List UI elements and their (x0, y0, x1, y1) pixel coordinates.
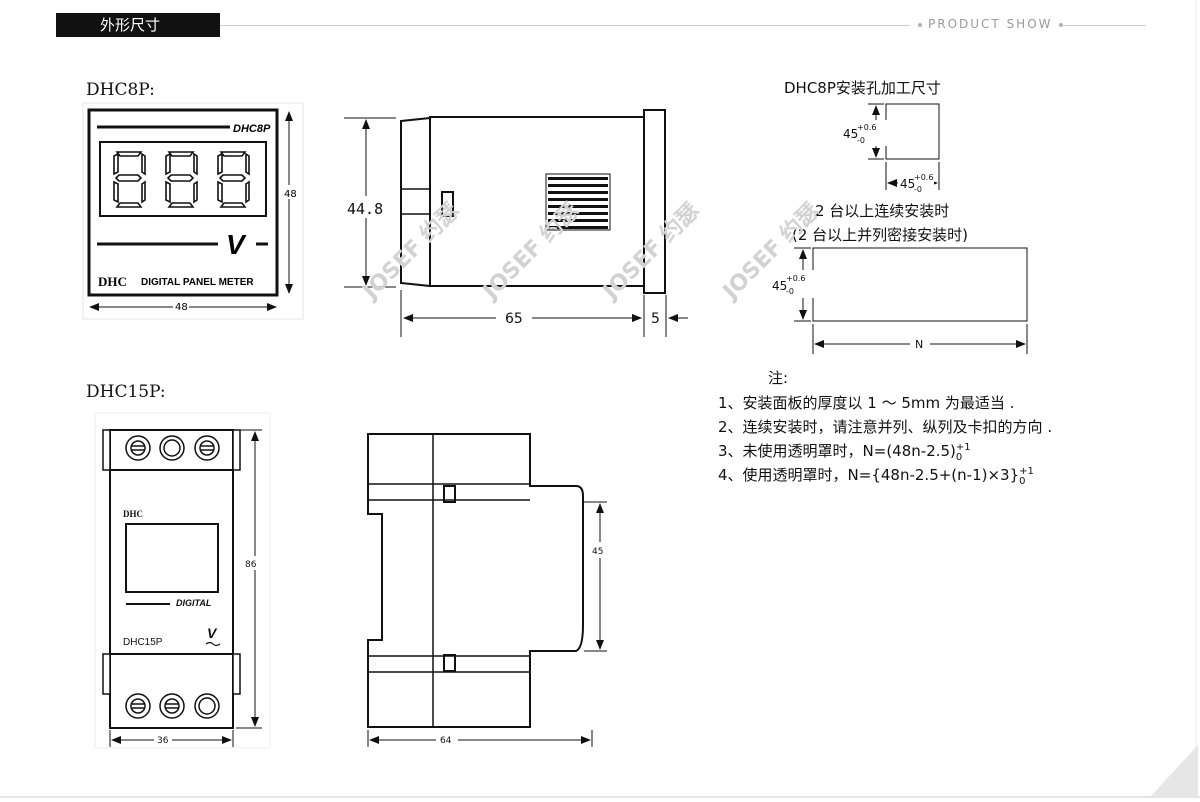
note-2: 2、连续安装时，请注意并列、纵列及卡扣的方向 . (718, 418, 1053, 436)
side15p-height-dim: 45 (592, 547, 603, 557)
model-label-dhc15p: DHC15P: (86, 382, 166, 402)
side15p-width-dim: 64 (440, 736, 452, 746)
notes-title: 注: (768, 369, 789, 387)
cutout-w-tol-up: +0.6 (914, 173, 933, 182)
cutout-h-tol-up: +0.6 (857, 123, 876, 132)
front8p-height-dim: 48 (284, 189, 297, 200)
cutout-w-tol-low: -0 (914, 185, 922, 194)
product-show-label: PRODUCT SHOW (912, 17, 1069, 31)
cutout-h-tol-low: -0 (857, 136, 865, 145)
note-4-sup: +1 (1019, 466, 1034, 477)
dhc15p-front-view: DHC DIGITAL DHC15P V 86 36 (94, 412, 271, 749)
cutout-h-base: 45 (843, 127, 858, 141)
multi-line2: (2 台以上并列密接安装时) (792, 226, 968, 244)
front8p-model-tag: DHC8P (233, 123, 271, 135)
model-label-dhc8p: DHC8P: (86, 80, 155, 100)
front8p-subtitle: DIGITAL PANEL METER (141, 277, 254, 288)
page-curl-icon (1150, 745, 1198, 797)
front15p-model: DHC15P (123, 637, 163, 648)
note-4-sub: 0 (1019, 476, 1026, 487)
terminal-block-icon (545, 173, 611, 231)
front8p-brand: DHC (98, 274, 127, 289)
side8p-depth-dim: 65 (505, 311, 523, 327)
dhc8p-side-view: 44.8 65 5 (343, 109, 688, 337)
multi-h-base: 45 (772, 279, 787, 293)
side8p-height-dim: 44.8 (347, 200, 383, 218)
seven-segment-digits (113, 151, 250, 208)
front8p-unit: V (226, 229, 247, 260)
dhc8p-front-view: DHC8P V DHC DIGITAL PANEL METER 48 48 (82, 102, 304, 320)
side8p-bezel-dim: 5 (651, 311, 660, 327)
section-tab-label: 外形尺寸 (100, 16, 161, 34)
multi-h-tol-up: +0.6 (786, 274, 805, 283)
multi-width-dim: N (915, 338, 923, 351)
header-divider (220, 25, 910, 26)
note-1: 1、安装面板的厚度以 1 ～ 5mm 为最适当 . (718, 394, 1015, 412)
front15p-label: DIGITAL (176, 598, 211, 608)
multi-line1: 2 台以上连续安装时 (815, 202, 949, 220)
multi-h-tol-low: -0 (786, 287, 794, 296)
dhc15p-side-view: 45 64 (367, 433, 608, 747)
dot-icon (1058, 22, 1063, 27)
cutout-title: DHC8P安装孔加工尺寸 (784, 79, 941, 97)
dot-icon (918, 22, 922, 27)
header-divider-right (1062, 25, 1146, 26)
front8p-width-dim: 48 (175, 302, 188, 313)
note-3-text: 3、未使用透明罩时，N=(48n-2.5) (718, 442, 956, 460)
front15p-height-dim: 86 (245, 560, 257, 570)
cutout-drawing: DHC8P安装孔加工尺寸 45 +0.6 -0 45 +0.6 -0 (784, 79, 941, 194)
multi-install-drawing: 2 台以上连续安装时 (2 台以上并列密接安装时) 45 +0.6 -0 N (771, 202, 1028, 354)
note-4-text: 4、使用透明罩时，N={48n-2.5+(n-1)×3} (718, 466, 1020, 484)
screw-terminal-icon (125, 435, 220, 719)
section-tab: 外形尺寸 (56, 13, 220, 37)
front15p-brand: DHC (123, 509, 143, 519)
note-3-sup: +1 (955, 442, 971, 453)
product-show-text: PRODUCT SHOW (928, 17, 1053, 31)
cutout-w-base: 45 (900, 177, 915, 191)
note-3-sub: 0 (955, 452, 963, 463)
front15p-unit: V (207, 625, 218, 641)
front15p-width-dim: 36 (157, 736, 169, 746)
